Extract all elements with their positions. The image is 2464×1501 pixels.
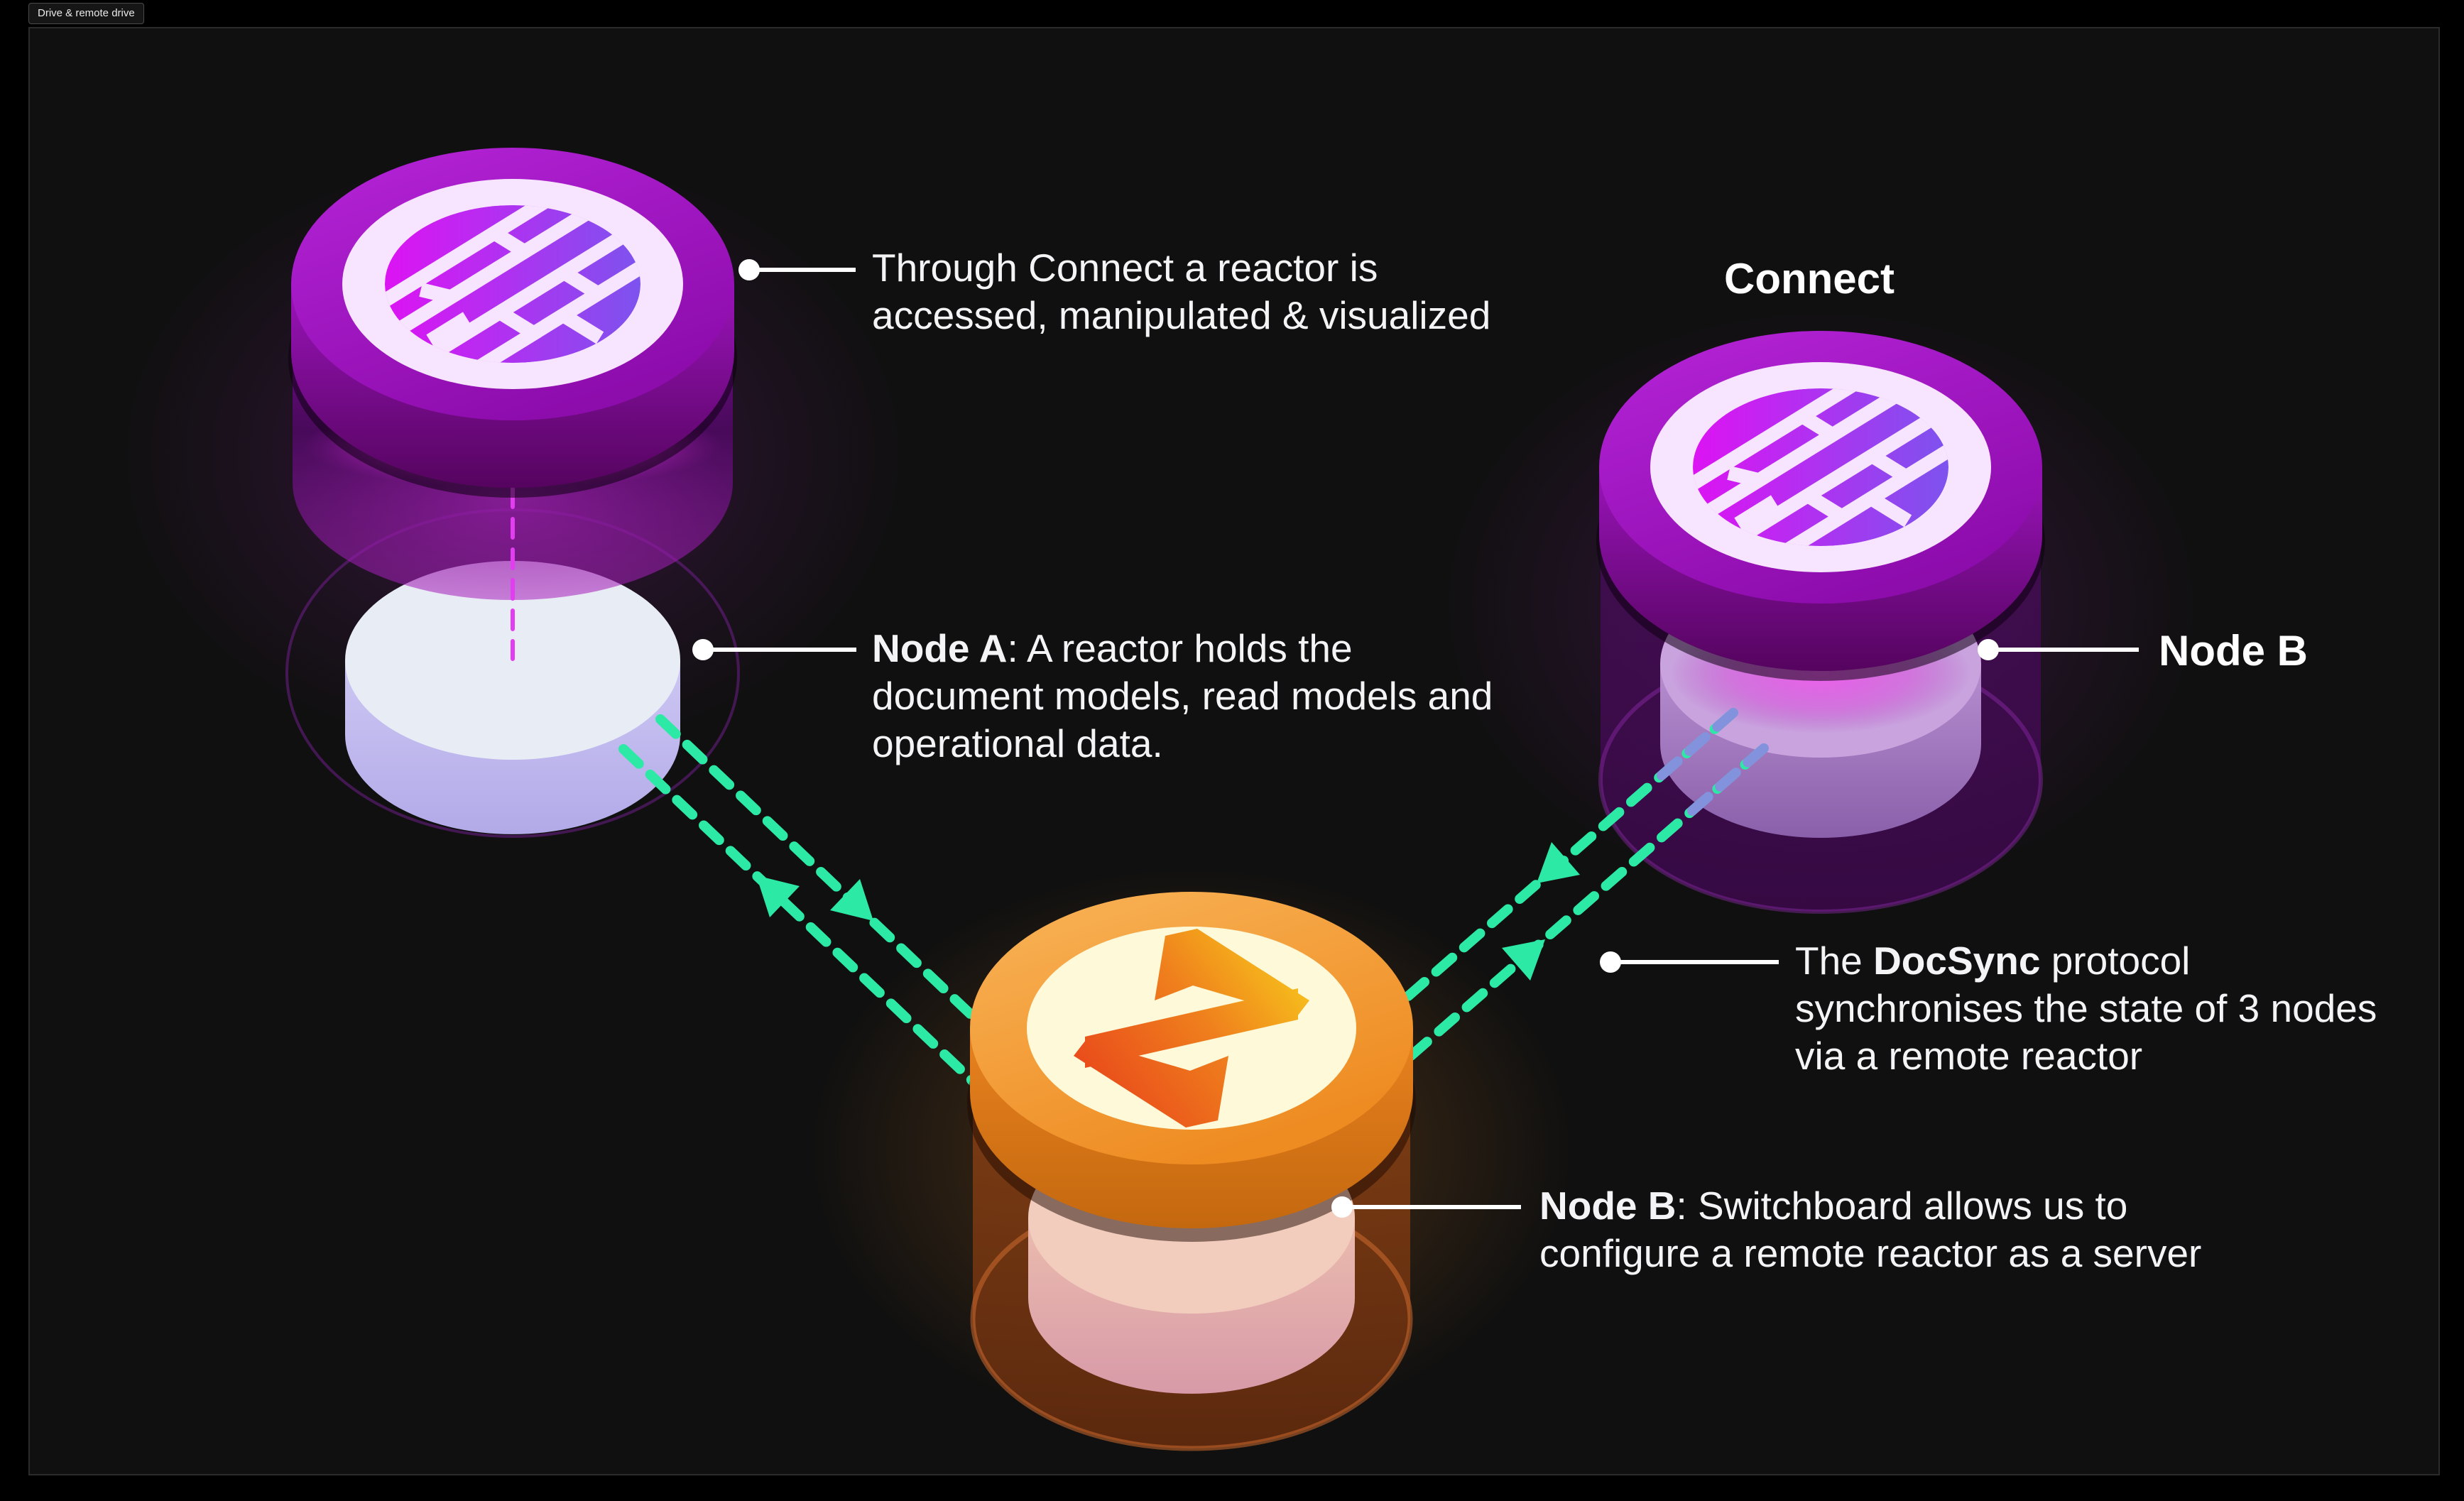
arrowhead-icon <box>1537 842 1580 883</box>
connect-title: Connect <box>1724 255 1895 302</box>
arrowhead-icon <box>830 879 873 921</box>
annotation-line: Node B: Switchboard allows us to <box>1539 1184 2128 1228</box>
annotation-line: The DocSync protocol <box>1795 939 2191 983</box>
arrowhead-icon <box>1502 939 1545 981</box>
switchboard-node <box>967 892 1416 1242</box>
annotation-line: document models, read models and <box>872 674 1493 718</box>
annotation-docsync: The DocSync protocol synchronises the st… <box>1795 937 2377 1080</box>
annotation-line: via a remote reactor <box>1795 1034 2143 1078</box>
annotation-line: operational data. <box>872 721 1163 765</box>
connect-node-left <box>288 148 737 498</box>
annotation-line: Node A: A reactor holds the <box>872 626 1353 670</box>
annotation-switchboard: Node B: Switchboard allows us to configu… <box>1539 1182 2201 1277</box>
annotation-line: configure a remote reactor as a server <box>1539 1231 2202 1275</box>
annotation-line: synchronises the state of 3 nodes <box>1795 986 2377 1030</box>
annotation-line: Through Connect a reactor is <box>872 246 1378 290</box>
annotation-line: accessed, manipulated & visualized <box>872 293 1491 337</box>
switchboard-logo-icon <box>1074 929 1309 1128</box>
sync-arrowheads <box>756 842 1580 981</box>
docsync-links-shaded <box>1657 702 1775 816</box>
annotation-connect: Through Connect a reactor is accessed, m… <box>872 244 1490 339</box>
connect-node-right <box>1596 331 2045 681</box>
callout-connectors <box>707 268 2139 1209</box>
annotation-node-a: Node A: A reactor holds the document mod… <box>872 625 1493 768</box>
frame-tab[interactable]: Drive & remote drive <box>28 3 144 24</box>
callout-dots <box>692 259 1999 1218</box>
node-b-label: Node B <box>2159 627 2308 675</box>
sync-line-a-in <box>618 744 1020 1127</box>
arrowhead-icon <box>756 875 800 917</box>
